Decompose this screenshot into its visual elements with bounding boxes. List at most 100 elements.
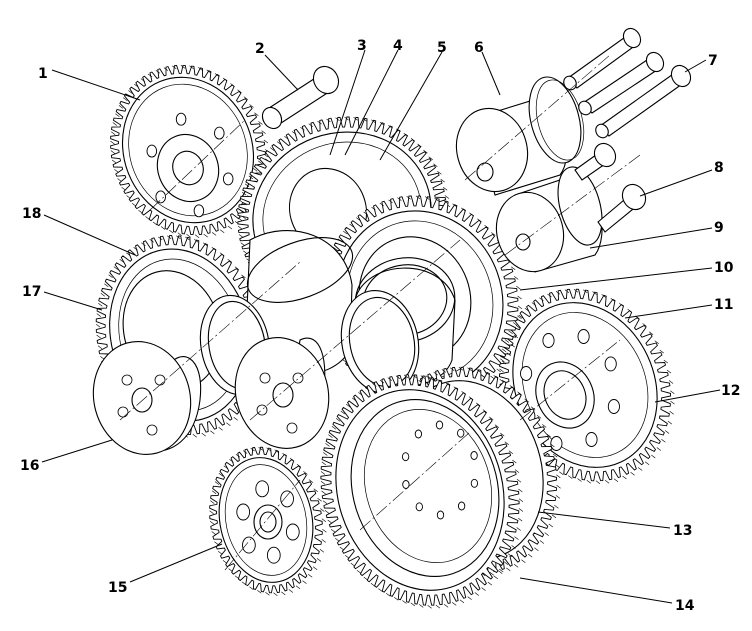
gear-tooth-face bbox=[201, 432, 206, 437]
cover-plate-16 bbox=[92, 341, 202, 455]
gear-tooth-face bbox=[656, 447, 661, 451]
callout-5: 5 bbox=[437, 40, 447, 56]
lightening-hole bbox=[577, 329, 590, 344]
lightening-hole bbox=[280, 490, 294, 508]
gear-tooth-face bbox=[387, 377, 392, 381]
gear-tooth-face bbox=[158, 236, 163, 241]
gear-tooth-face bbox=[452, 602, 457, 606]
bolt-8a bbox=[574, 142, 617, 181]
callout-1: 1 bbox=[38, 66, 48, 82]
gear-tooth-face bbox=[312, 566, 318, 571]
gear-tooth-face bbox=[555, 291, 561, 295]
gear-tooth-face bbox=[517, 295, 522, 300]
callout-17: 17 bbox=[22, 284, 41, 300]
gear-tooth-face bbox=[189, 65, 194, 70]
gear-tooth-face bbox=[258, 160, 263, 165]
gear-tooth-face bbox=[123, 97, 128, 101]
gear-tooth-face bbox=[513, 564, 519, 568]
gear-tooth-face bbox=[133, 246, 138, 251]
gear-tooth-face bbox=[333, 246, 338, 251]
gear-tooth-face bbox=[509, 385, 515, 389]
callout-8: 8 bbox=[714, 160, 724, 176]
lightening-hole bbox=[457, 501, 466, 511]
gear-tooth-face bbox=[415, 195, 421, 200]
gear-tooth-face bbox=[250, 447, 255, 452]
gear-tooth-face bbox=[419, 604, 424, 608]
gear-tooth-face bbox=[172, 65, 177, 70]
lightening-hole bbox=[155, 190, 166, 204]
gear-tooth-face bbox=[206, 69, 211, 74]
gear-tooth-face bbox=[238, 208, 243, 213]
gear-tooth-face bbox=[423, 149, 428, 154]
gear-tooth-face bbox=[511, 266, 516, 271]
gear-tooth-face bbox=[648, 331, 654, 336]
gear-tooth-face bbox=[586, 479, 591, 484]
gear-tooth-face bbox=[394, 597, 399, 601]
gear-tooth-face bbox=[554, 505, 559, 509]
gear-tooth-face bbox=[638, 467, 643, 471]
gear-tooth-face bbox=[564, 289, 570, 293]
gear-tooth-face bbox=[110, 150, 115, 154]
gear-tooth-face bbox=[203, 242, 208, 246]
gear-tooth-face bbox=[241, 191, 247, 196]
gear-tooth-face bbox=[434, 197, 439, 202]
gear-tooth-face bbox=[521, 559, 526, 563]
gear-tooth-face bbox=[335, 418, 341, 422]
gear-tooth-face bbox=[358, 392, 363, 396]
gear-tooth-face bbox=[661, 439, 666, 443]
gear-tooth-face bbox=[406, 196, 411, 200]
gear-tooth-face bbox=[238, 234, 244, 238]
gear-tooth-face bbox=[149, 238, 154, 243]
gear-tooth-face bbox=[263, 153, 269, 158]
gear-tooth-face bbox=[340, 410, 345, 415]
gear-tooth-face bbox=[321, 518, 327, 523]
gear-tooth-face bbox=[461, 207, 466, 212]
gear-tooth-face bbox=[539, 297, 544, 301]
gear-tooth-face bbox=[118, 105, 124, 109]
gear-tooth-face bbox=[346, 403, 351, 408]
gear-tooth-face bbox=[556, 474, 561, 479]
gear-tooth-face bbox=[518, 314, 523, 319]
lightening-hole bbox=[193, 204, 205, 218]
gear-tooth-face bbox=[319, 548, 325, 553]
gear-12 bbox=[498, 288, 675, 485]
callout-4: 4 bbox=[393, 38, 403, 54]
gear-tooth-face bbox=[155, 70, 160, 74]
gear-tooth-face bbox=[441, 369, 446, 373]
gear-tooth-face bbox=[192, 434, 197, 438]
gear-tooth-face bbox=[152, 221, 158, 226]
gear-tooth-face bbox=[241, 274, 246, 279]
gear-tooth-face bbox=[412, 374, 417, 379]
lightening-hole bbox=[175, 112, 187, 126]
gear-tooth-face bbox=[496, 368, 501, 373]
gear-tooth-face bbox=[546, 433, 551, 438]
gear-tooth-face bbox=[209, 520, 215, 525]
gear-tooth-face bbox=[104, 283, 109, 287]
gear-tooth-face bbox=[437, 379, 442, 383]
gear-tooth-face bbox=[388, 124, 393, 129]
gear-tooth-face bbox=[128, 90, 133, 94]
callout-15: 15 bbox=[108, 580, 127, 596]
gear-tooth-face bbox=[243, 250, 248, 255]
gear-tooth-face bbox=[242, 450, 248, 454]
gear-tooth-face bbox=[619, 302, 624, 307]
gear-tooth-face bbox=[266, 447, 271, 452]
gear-tooth-face bbox=[210, 500, 215, 504]
gear-tooth-face bbox=[119, 258, 124, 263]
gear-tooth-face bbox=[211, 246, 216, 251]
gear-tooth-face bbox=[514, 469, 520, 473]
gear-tooth-face bbox=[313, 488, 318, 492]
gear-tooth-face bbox=[437, 171, 442, 175]
gear-tooth-face bbox=[339, 546, 344, 551]
gear-tooth-face bbox=[327, 519, 332, 524]
callout-16: 16 bbox=[20, 458, 39, 474]
gear-tooth-face bbox=[222, 77, 228, 82]
gear-tooth-face bbox=[138, 209, 143, 214]
gear-tooth-face bbox=[453, 386, 458, 390]
axis-lines bbox=[119, 54, 641, 571]
gear-tooth-face bbox=[114, 169, 119, 173]
gear-tooth-face bbox=[499, 378, 504, 383]
callout-7: 7 bbox=[708, 53, 718, 69]
gear-tooth-face bbox=[131, 202, 137, 207]
gear-tooth-face bbox=[321, 539, 326, 543]
